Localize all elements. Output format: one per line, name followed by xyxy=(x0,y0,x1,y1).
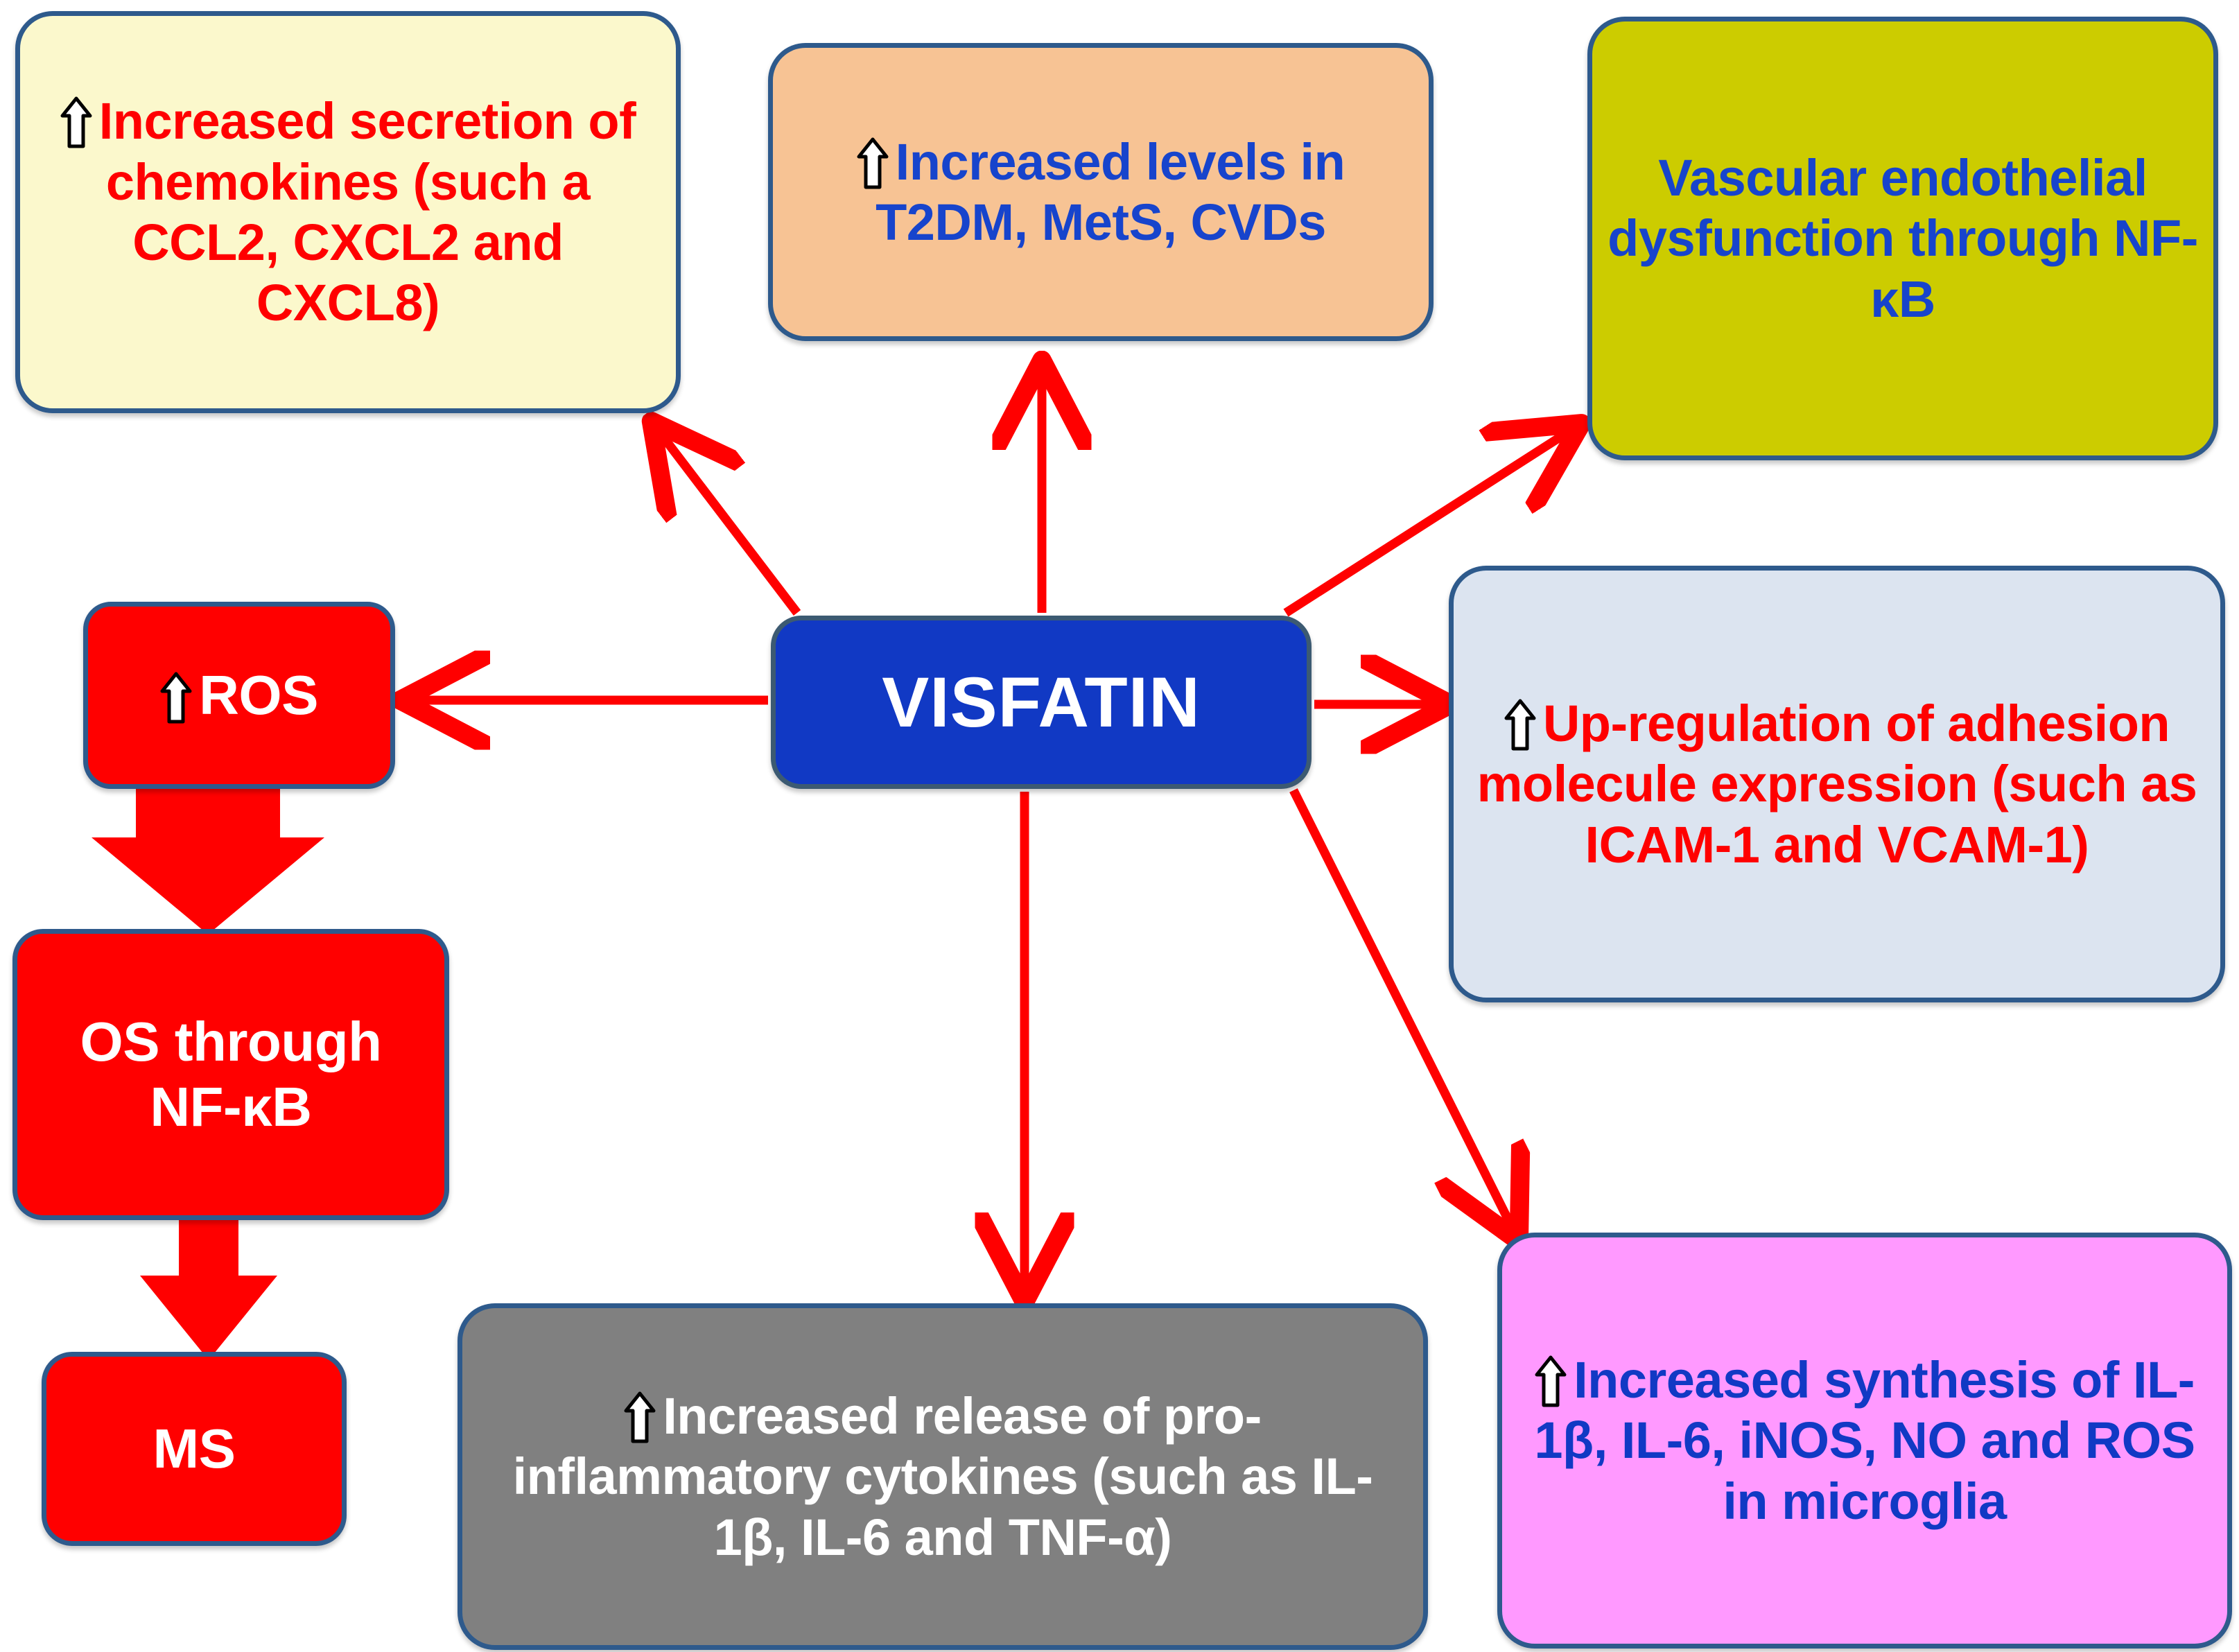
edge-visfatin-to-vascular xyxy=(1283,431,1569,617)
node-vascular-dysfunction-label: Vascular endothelial dysfunction through… xyxy=(1608,149,2198,328)
node-adhesion-molecules-label: Up-regulation of adhesion molecule expre… xyxy=(1476,695,2197,873)
increase-up-arrow-icon xyxy=(1504,699,1536,751)
node-proinflammatory-cytokines[interactable]: Increased release of pro-inflammatory cy… xyxy=(458,1303,1428,1650)
node-increased-levels[interactable]: Increased levels in T2DM, MetS, CVDs xyxy=(768,43,1434,341)
node-proinflammatory-cytokines-label: Increased release of pro-inflammatory cy… xyxy=(512,1387,1373,1566)
increase-up-arrow-icon xyxy=(857,137,889,189)
node-chemokines-label: Increased secretion of chemokines (such … xyxy=(35,91,661,333)
node-chemokines[interactable]: Increased secretion of chemokines (such … xyxy=(15,11,681,413)
block-arrow-os-to-ms xyxy=(140,1206,277,1360)
edge-visfatin-to-chemokines xyxy=(660,433,801,616)
node-ms-label: MS xyxy=(153,1417,236,1479)
node-visfatin[interactable]: VISFATIN xyxy=(771,616,1312,789)
node-microglia-synthesis[interactable]: Increased synthesis of IL-1β, IL-6, iNOS… xyxy=(1497,1233,2232,1649)
block-arrow-ros-to-os xyxy=(92,742,324,934)
node-vascular-dysfunction[interactable]: Vascular endothelial dysfunction through… xyxy=(1587,17,2218,460)
node-ros[interactable]: ROS xyxy=(83,602,395,789)
node-adhesion-molecules[interactable]: Up-regulation of adhesion molecule expre… xyxy=(1449,566,2225,1002)
node-ros-label: ROS xyxy=(103,663,375,728)
increase-up-arrow-icon xyxy=(624,1391,656,1443)
node-os-nfkb-label: OS through NF-κB xyxy=(80,1010,382,1138)
increase-up-arrow-icon xyxy=(1535,1355,1567,1407)
node-ms[interactable]: MS xyxy=(42,1352,347,1546)
node-microglia-synthesis-label: Increased synthesis of IL-1β, IL-6, iNOS… xyxy=(1534,1351,2195,1530)
edge-visfatin-to-microglia xyxy=(1289,788,1513,1228)
increase-up-arrow-icon xyxy=(160,672,192,724)
increase-up-arrow-icon xyxy=(60,96,92,148)
node-visfatin-label: VISFATIN xyxy=(882,662,1201,742)
node-os-nfkb[interactable]: OS through NF-κB xyxy=(12,929,449,1220)
node-increased-levels-label: Increased levels in T2DM, MetS, CVDs xyxy=(788,132,1413,253)
